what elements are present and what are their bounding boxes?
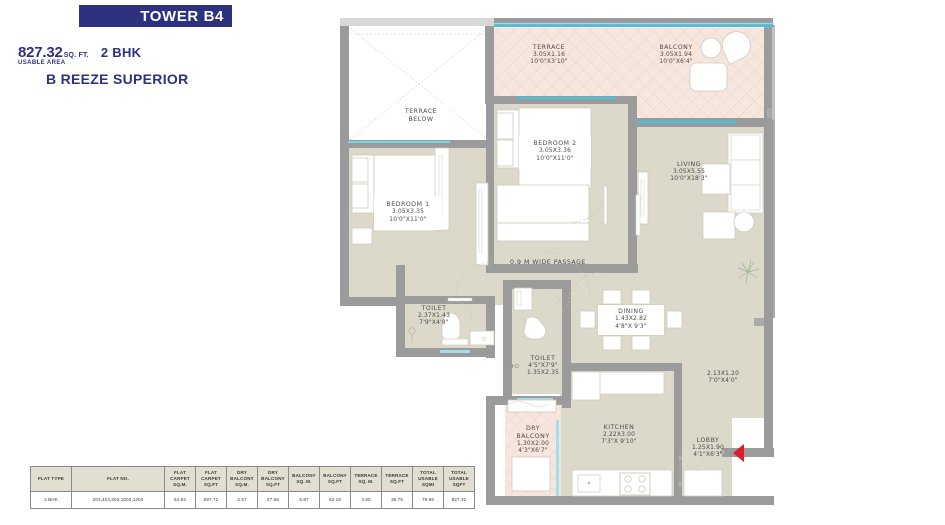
table-header-row: FLAT TYPE FLAT NO. FLAT CARPET SQ.M. FLA…: [30, 466, 475, 492]
room-label-lobby: LOBBY 1.25X1.90 4'1"X6'3": [691, 437, 725, 459]
room-label-dry-balcony: DRY BALCONY 1.30X2.00 4'3"X6'7": [516, 425, 550, 454]
area-line: 827.32 SQ. FT. 2 BHK: [18, 44, 268, 61]
room-label-balcony: BALCONY 3.05X1.94 10'0"X6'4": [659, 44, 693, 66]
room-label-kitchen: KITCHEN 2.22X3.00 7'3"X 9'10": [601, 424, 637, 446]
room-label-bedroom-2: BEDROOM 2 3.05X3.36 10'0"X11'0": [519, 135, 591, 169]
room-label-terrace: TERRACE 3.05X1.16 10'0"X3'10": [530, 44, 568, 66]
room-label-toilet-2: TOILET 4'5"X7'9" 1.35X2.35: [526, 355, 560, 377]
th-flat-carpet-sqm: FLAT CARPET SQ.M.: [164, 466, 196, 492]
cell-total-usable-sqft: 827.32: [443, 491, 475, 509]
cell-flat-carpet-sqft: 697.72: [195, 491, 227, 509]
room-label-living: LIVING 3.05X5.55 10'0"X18'3": [670, 161, 708, 183]
cell-dry-balcony-sqft: 27.66: [257, 491, 289, 509]
th-terrace-sqm: TERRACE SQ. M.: [350, 466, 382, 492]
th-balcony-sqm: BALCONY SQ. M.: [288, 466, 320, 492]
usable-area-value: 827.32: [18, 44, 63, 61]
cell-flat-no: 203,403,803,1003,1203: [71, 491, 165, 509]
cell-balcony-sqft: 63.18: [319, 491, 351, 509]
cell-terrace-sqft: 38.75: [381, 491, 413, 509]
th-flat-type: FLAT TYPE: [30, 466, 72, 492]
table-row: 2 BHK 203,403,803,1003,1203 64.82 697.72…: [30, 491, 475, 509]
corridor-dimension: 2.13X1.20 7'0"X4'0": [706, 371, 740, 385]
th-terrace-sqft: TERRACE SQ.FT: [381, 466, 413, 492]
cell-dry-balcony-sqm: 2.57: [226, 491, 258, 509]
area-summary: 827.32 SQ. FT. 2 BHK USABLE AREA: [18, 44, 268, 66]
room-label-toilet-1: TOILET 2.37X1.43 7'9"X4'8": [417, 305, 451, 327]
entry-marker-arrow: [733, 444, 744, 462]
usable-area-caption: USABLE AREA: [18, 60, 66, 66]
tower-title-bar: TOWER B4: [79, 5, 232, 27]
cell-balcony-sqm: 5.87: [288, 491, 320, 509]
th-flat-no: FLAT NO.: [71, 466, 165, 492]
th-total-usable-sqft: TOTAL USABLE SQFT: [443, 466, 475, 492]
room-label-terrace-below: TERRACE BELOW: [392, 104, 450, 128]
th-dry-balcony-sqm: DRY BALCONY SQ.M.: [226, 466, 258, 492]
room-label-dining: DINING 1.43X2.82 4'8"X 9'3": [598, 305, 664, 335]
cell-flat-carpet-sqm: 64.82: [164, 491, 196, 509]
th-flat-carpet-sqft: FLAT CARPET SQ.FT: [195, 466, 227, 492]
unit-spec-table: FLAT TYPE FLAT NO. FLAT CARPET SQ.M. FLA…: [30, 466, 475, 509]
th-balcony-sqft: BALCONY SQ.FT: [319, 466, 351, 492]
cell-total-usable-sqm: 76.96: [412, 491, 444, 509]
th-dry-balcony-sqft: DRY BALCONY SQ.FT: [257, 466, 289, 492]
tower-label: TOWER B4: [140, 7, 224, 25]
passage-note: 0.9 M WIDE PASSAGE: [510, 259, 586, 266]
cell-flat-type: 2 BHK: [30, 491, 72, 509]
cell-terrace-sqm: 3.60: [350, 491, 382, 509]
usable-area-unit: SQ. FT.: [63, 52, 89, 59]
room-label-bedroom-1: BEDROOM 1 3.05X3.35 10'0"X11'0": [374, 196, 442, 230]
th-total-usable-sqm: TOTAL USABLE SQMI: [412, 466, 444, 492]
unit-name-label: B REEZE SUPERIOR: [46, 71, 189, 87]
bhk-label: 2 BHK: [100, 45, 142, 60]
